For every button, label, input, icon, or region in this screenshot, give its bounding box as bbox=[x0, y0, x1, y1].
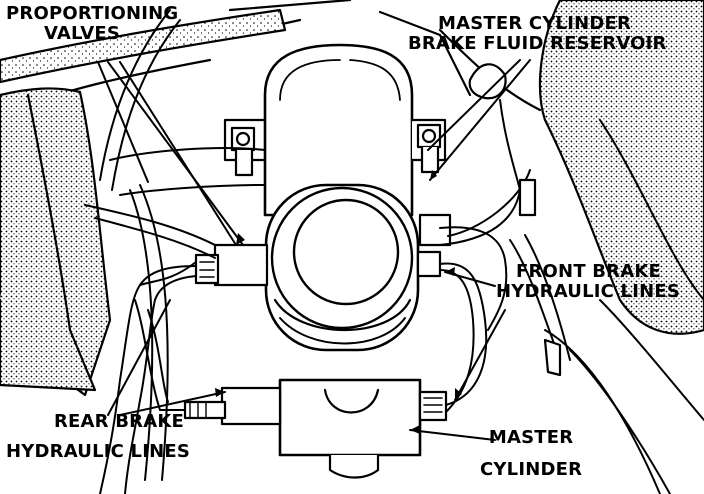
label-rear-line1: REAR BRAKE bbox=[54, 411, 184, 432]
label-reservoir-line1: MASTER CYLINDER bbox=[438, 13, 632, 34]
leader-lines bbox=[97, 59, 531, 441]
label-rear-lines: REAR BRAKE HYDRAULIC LINES bbox=[6, 412, 190, 462]
right-fittings bbox=[416, 213, 452, 278]
label-master-line1: MASTER bbox=[488, 427, 574, 448]
mounting-bolts bbox=[223, 118, 447, 177]
arrowheads bbox=[215, 170, 462, 434]
left-fender-panel bbox=[0, 87, 169, 481]
label-rear-line2: HYDRAULIC LINES bbox=[6, 441, 191, 462]
reservoir-cap bbox=[468, 63, 562, 377]
label-reservoir-line2: BRAKE FLUID RESERVOIR bbox=[408, 33, 667, 54]
label-proportioning-line1: PROPORTIONING bbox=[6, 3, 179, 24]
label-front-lines: FRONT BRAKE HYDRAULIC LINES bbox=[496, 262, 680, 302]
brake-lines bbox=[99, 99, 571, 494]
label-proportioning-valves: PROPORTIONING VALVES bbox=[6, 4, 178, 44]
proportioning-valve bbox=[194, 243, 269, 287]
label-master-cylinder: MASTER CYLINDER bbox=[480, 428, 582, 480]
label-proportioning-line2: VALVES bbox=[44, 23, 121, 44]
upper-tubes bbox=[84, 9, 266, 259]
label-front-line1: FRONT BRAKE bbox=[516, 261, 662, 282]
brake-fluid-reservoir bbox=[263, 43, 414, 217]
right-fender-panel bbox=[538, 0, 704, 494]
master-cylinder-body bbox=[264, 183, 420, 352]
label-front-line2: HYDRAULIC LINES bbox=[496, 281, 681, 302]
combination-valve bbox=[183, 378, 448, 479]
label-master-line2: CYLINDER bbox=[480, 459, 583, 480]
cowl-strip bbox=[0, 8, 287, 84]
label-reservoir: MASTER CYLINDER BRAKE FLUID RESERVOIR bbox=[408, 14, 667, 54]
